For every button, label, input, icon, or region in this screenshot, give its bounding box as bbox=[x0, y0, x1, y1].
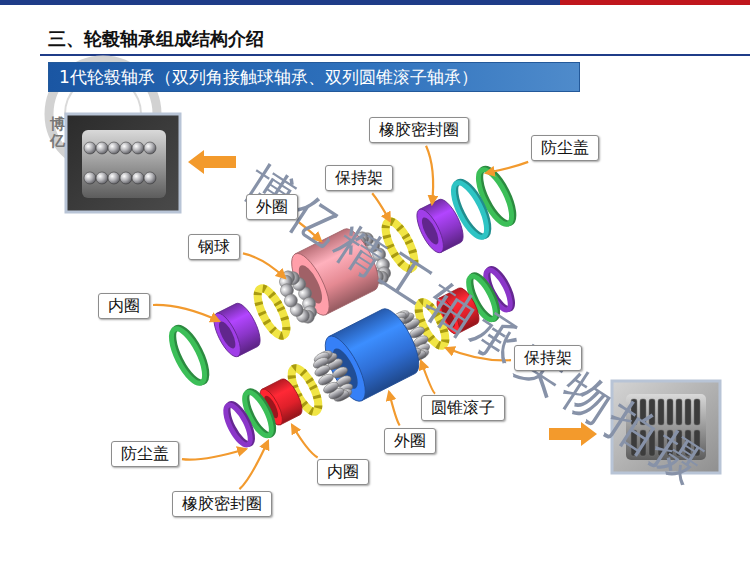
drawing-shape bbox=[66, 114, 180, 212]
drawing-shape bbox=[694, 399, 700, 425]
callout-box: 圆锥滚子 bbox=[421, 395, 505, 421]
drawing-shape bbox=[82, 130, 166, 198]
slide-title: 三、轮毂轴承组成结构介绍 bbox=[48, 27, 264, 51]
node-text: 1代轮毂轴承（双列角接触球轴承、双列圆锥滚子轴承） bbox=[59, 63, 569, 91]
drawing-shape bbox=[216, 300, 265, 357]
leader-arrow bbox=[372, 193, 390, 221]
leader-arrow bbox=[389, 392, 400, 426]
drawing-shape bbox=[209, 310, 246, 361]
drawing-shape bbox=[282, 292, 299, 309]
callout-box: 橡胶密封圈 bbox=[369, 117, 469, 143]
drawing-shape bbox=[84, 172, 96, 184]
drawing-shape bbox=[165, 324, 211, 387]
callout-box: 保持架 bbox=[325, 165, 393, 191]
drawing-shape bbox=[419, 215, 442, 246]
node-text: 防尘盖 bbox=[541, 138, 589, 158]
node-text: 橡胶密封圈 bbox=[182, 494, 262, 514]
drawing-shape bbox=[412, 206, 449, 257]
block-arrow bbox=[188, 150, 236, 174]
node-text: 内圈 bbox=[327, 462, 359, 482]
node-text: 圆锥滚子 bbox=[431, 398, 495, 418]
callout-box: 外圈 bbox=[384, 428, 436, 454]
title-rule bbox=[40, 54, 750, 56]
bearing-part bbox=[221, 401, 257, 448]
leader-arrow bbox=[421, 361, 435, 394]
leader-arrow bbox=[182, 449, 246, 460]
node-text: 橡胶密封圈 bbox=[379, 120, 459, 140]
top-bar bbox=[0, 0, 750, 5]
drawing-shape bbox=[108, 172, 120, 184]
callout-box: 外圈 bbox=[246, 194, 298, 220]
drawing-shape bbox=[221, 402, 255, 448]
callout-box: 防尘盖 bbox=[111, 441, 179, 467]
leader-arrow bbox=[239, 441, 268, 489]
drawing-shape bbox=[108, 142, 120, 154]
drawing-shape bbox=[144, 172, 156, 184]
callout-box: 橡胶密封圈 bbox=[172, 491, 272, 517]
callout-box: 内圈 bbox=[317, 459, 369, 485]
leader-arrow bbox=[243, 253, 285, 278]
node-text: 钢球 bbox=[198, 237, 230, 257]
node-text: 保持架 bbox=[524, 348, 572, 368]
node-text: 外圈 bbox=[394, 431, 426, 451]
leader-arrow bbox=[153, 305, 219, 321]
node-text: 外圈 bbox=[256, 197, 288, 217]
node-text: 内圈 bbox=[108, 296, 140, 316]
leader-arrow bbox=[486, 162, 528, 173]
drawing-shape bbox=[120, 172, 132, 184]
leader-arrow bbox=[426, 146, 433, 204]
callout-box: 钢球 bbox=[188, 234, 240, 260]
drawing-shape bbox=[96, 142, 108, 154]
callout-box: 内圈 bbox=[98, 293, 150, 319]
drawing-shape bbox=[685, 399, 691, 425]
bearing-part bbox=[317, 303, 426, 406]
callout-box: 防尘盖 bbox=[531, 135, 599, 161]
node-text: 保持架 bbox=[335, 168, 383, 188]
drawing-shape bbox=[144, 142, 156, 154]
node-text: 防尘盖 bbox=[121, 444, 169, 464]
drawing-shape bbox=[317, 372, 335, 387]
drawing-shape bbox=[132, 172, 144, 184]
drawing-shape bbox=[120, 142, 132, 154]
section-banner: 1代轮毂轴承（双列角接触球轴承、双列圆锥滚子轴承） bbox=[48, 62, 580, 92]
watermark: 博亿精工轴承实物拍摄 bbox=[235, 155, 718, 496]
callout-box: 保持架 bbox=[514, 345, 582, 371]
logo-text: 博亿 bbox=[50, 116, 65, 149]
drawing-shape bbox=[419, 196, 468, 253]
top-bar-accent bbox=[560, 0, 750, 5]
leader-arrow bbox=[292, 425, 318, 458]
bearing-part bbox=[209, 300, 266, 361]
photo-ball-bearing bbox=[66, 114, 180, 212]
bearing-part bbox=[412, 196, 469, 257]
drawing-shape bbox=[132, 142, 144, 154]
drawing-shape bbox=[216, 319, 239, 350]
bearing-part bbox=[165, 323, 213, 387]
drawing-shape bbox=[96, 172, 108, 184]
drawing-shape bbox=[84, 142, 96, 154]
